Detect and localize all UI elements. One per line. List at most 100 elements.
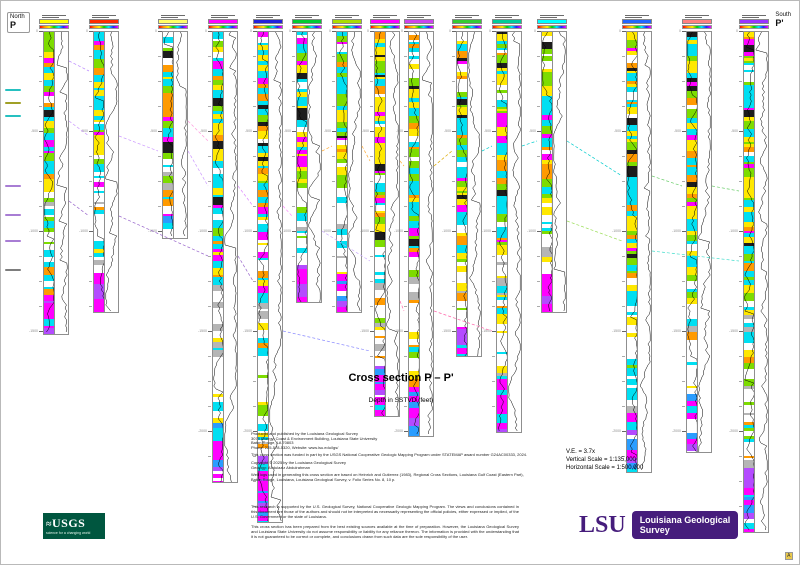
lsu-letters: LSU (579, 512, 626, 538)
credits-block: Produced and published by the Louisiana … (251, 431, 528, 482)
lithology-track (407, 31, 421, 437)
well-log-11: 0-500-1000-1500 (482, 14, 522, 433)
log-curve-track (755, 31, 769, 533)
well-log-4: 0-500-1000-1500-2000 (198, 14, 238, 483)
well-name-highlight (39, 19, 69, 24)
log-curve-track (174, 31, 188, 239)
south-letter: P' (775, 18, 784, 28)
liability-disclaimer: This cross section has been prepared fro… (251, 524, 519, 539)
usgs-wordmark: ≈USGS (46, 515, 86, 530)
log-color-legend (682, 25, 712, 29)
credits-line: Baton Rouge, LA 70803 (251, 440, 294, 446)
well-header-14 (682, 15, 712, 31)
well-name-highlight (332, 19, 362, 24)
well-name-highlight (537, 19, 567, 24)
well-header-2 (89, 15, 119, 31)
credits-line: This cross section was funded in part by… (251, 452, 528, 458)
log-color-legend (253, 25, 283, 29)
lithology-track (295, 31, 309, 303)
margin-annotation (5, 115, 21, 117)
log-color-legend (537, 25, 567, 29)
log-curve-track (638, 31, 652, 473)
lithology-track (455, 31, 469, 357)
well-name-highlight (404, 19, 434, 24)
log-curve-track (386, 31, 400, 417)
log-curve-track (55, 31, 69, 335)
page-title: Cross section P – P' (348, 372, 454, 384)
south-endpoint-label: South P' (775, 12, 791, 28)
log-curve-track (508, 31, 522, 433)
well-header-12 (537, 15, 567, 31)
log-curve-track (698, 31, 712, 453)
depth-unit-label: Depth in SSTVD (feet) (368, 397, 434, 404)
log-curve-track (105, 31, 119, 313)
lithology-track (92, 31, 106, 313)
well-log-9: 0-500-1000-1500-2000 (394, 14, 434, 437)
well-header-5 (253, 15, 283, 31)
log-color-legend (89, 25, 119, 29)
well-log-10: 0-500-1000-1500 (442, 14, 482, 357)
lgs-name-line1: Louisiana Geological (639, 515, 731, 525)
well-header-4 (208, 15, 238, 31)
log-color-legend (39, 25, 69, 29)
log-curve-track (348, 31, 362, 313)
lithology-track (161, 31, 175, 239)
north-endpoint-label: North P (7, 12, 30, 33)
well-name-highlight (492, 19, 522, 24)
corner-marker: A (784, 552, 793, 560)
lithology-track (373, 31, 387, 417)
usgs-logo: ≈USGS science for a changing world (43, 513, 105, 539)
well-name-highlight (739, 19, 769, 24)
lithology-track (495, 31, 509, 433)
depth-scale: 0-500-1000-1500-2000 (672, 29, 686, 451)
log-color-legend (739, 25, 769, 29)
margin-annotation (5, 102, 21, 104)
well-header-7 (332, 15, 362, 31)
horizontal-scale: Horizontal Scale = 1:500,000 (566, 465, 644, 471)
margin-annotation (5, 214, 21, 216)
well-name-highlight (89, 19, 119, 24)
well-log-2: 0-500-1000 (79, 14, 119, 313)
south-text: South (775, 12, 791, 18)
log-curve-track (468, 31, 482, 357)
credits-line: Baton Rouge, Louisiana, Louisiana Geolog… (251, 476, 396, 482)
margin-annotation (5, 89, 21, 91)
log-color-legend (492, 25, 522, 29)
lithology-track (685, 31, 699, 453)
depth-scale: 0-500-1000-1500-2000 (243, 29, 257, 521)
lgs-name-box: Louisiana Geological Survey (631, 511, 739, 539)
well-log-8: 0-500-1000-1500 (360, 14, 400, 417)
well-header-8 (370, 15, 400, 31)
well-name-highlight (208, 19, 238, 24)
lithology-track (742, 31, 756, 533)
usgs-tagline: science for a changing world (46, 530, 91, 535)
well-name-highlight (253, 19, 283, 24)
well-name-highlight (622, 19, 652, 24)
log-color-legend (452, 25, 482, 29)
well-header-10 (452, 15, 482, 31)
log-curve-track (269, 31, 283, 523)
well-log-14: 0-500-1000-1500-2000 (672, 14, 712, 453)
depth-scale: 0-500-1000-1500-2000 (729, 29, 743, 531)
well-header-9 (404, 15, 434, 31)
well-log-12: 0-500-1000 (527, 14, 567, 313)
well-header-13 (622, 15, 652, 31)
vertical-exaggeration: V.E. = 3.7x (566, 449, 595, 455)
log-color-legend (370, 25, 400, 29)
lithology-track (625, 31, 639, 473)
log-curve-track (553, 31, 567, 313)
well-log-3: 0-500-1000 (148, 14, 188, 239)
lithology-track (335, 31, 349, 313)
well-name-highlight (452, 19, 482, 24)
lithology-track (540, 31, 554, 313)
log-color-legend (158, 25, 188, 29)
log-curve-track (224, 31, 238, 483)
usgs-wave-icon: ≈ (46, 518, 52, 530)
well-name-highlight (682, 19, 712, 24)
log-color-legend (404, 25, 434, 29)
credits-line: Copyright © 2025 by the Louisiana Geolog… (251, 459, 347, 465)
well-log-5: 0-500-1000-1500-2000 (243, 14, 283, 523)
well-log-13: 0-500-1000-1500-2000 (612, 14, 652, 473)
lithology-track (256, 31, 270, 523)
north-letter: P (10, 20, 17, 30)
